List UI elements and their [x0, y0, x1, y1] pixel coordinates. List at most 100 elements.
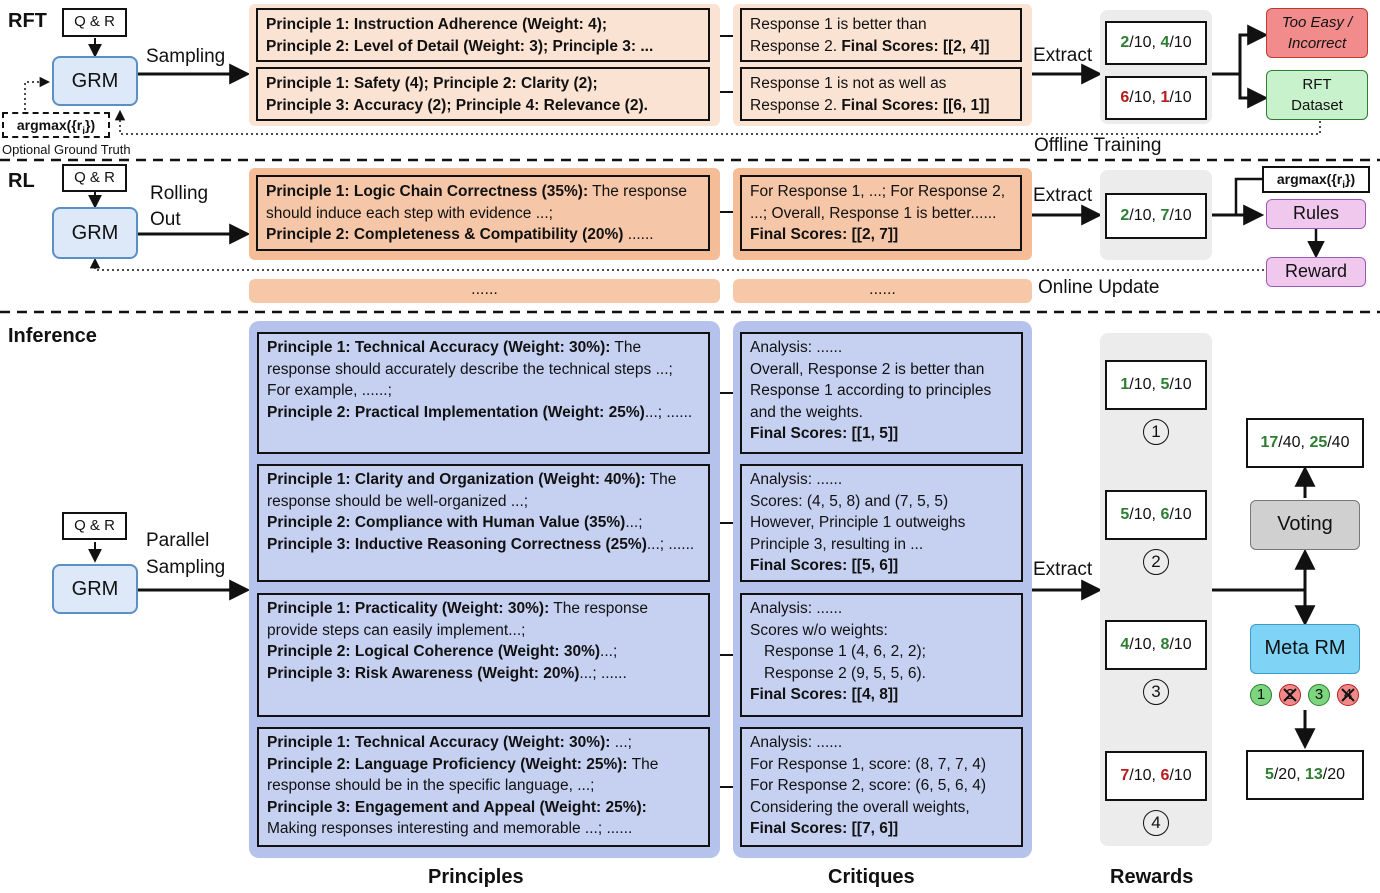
rft-dataset-line-2: Dataset [1291, 97, 1343, 114]
inf-p3-text-2: ...; [600, 643, 618, 660]
inf-r1-max: /10 [1169, 376, 1192, 393]
rl-principle-1-text: The response should induce each step wit… [266, 183, 687, 222]
inf-r3-sep: /10, [1129, 636, 1161, 653]
inf-c2-line-2: Scores: (4, 5, 8) and (7, 5, 5) However,… [750, 492, 966, 553]
inf-c1-line-1: Analysis: ...... [750, 339, 843, 356]
inf-p2-text-2: ...; [625, 514, 643, 531]
rft-critique-2-line-1: Response 1 is not as well as [750, 75, 947, 92]
inf-p4-title-3: Principle 3: Engagement and Appeal (Weig… [267, 798, 647, 816]
column-critiques: Critiques [828, 866, 915, 888]
reward-index-2: 2 [1143, 549, 1169, 575]
rft-dataset-box: RFT Dataset [1266, 70, 1368, 120]
meta-score-b: 13 [1305, 766, 1323, 783]
offline-training-label: Offline Training [1034, 135, 1162, 156]
voting-box: Voting [1250, 500, 1360, 550]
rft-critique-2-final: Final Scores: [[6, 1]] [841, 96, 990, 114]
column-rewards: Rewards [1110, 866, 1194, 888]
rl-critique-final: Final Scores: [[2, 7]] [750, 226, 899, 243]
rl-principle-1-title: Principle 1: Logic Chain Correctness (35… [266, 183, 589, 200]
rft-reward-1-score-a: 2 [1120, 34, 1130, 51]
inference-principle-box-3: Principle 1: Practicality (Weight: 30%):… [257, 593, 710, 717]
rft-principle-box-1: Principle 1: Instruction Adherence (Weig… [256, 8, 710, 62]
rl-principle-2-text: ...... [623, 226, 654, 243]
inf-p3-text-3: ...; ...... [579, 664, 627, 682]
rft-critique-box-2: Response 1 is not as well as Response 2.… [740, 67, 1022, 121]
rft-grm-box: GRM [52, 56, 138, 106]
rft-critique-1-final: Final Scores: [[2, 4]] [841, 37, 990, 55]
rl-critique-text: For Response 1, ...; For Response 2, ...… [750, 183, 1006, 222]
inf-r2-sep: /10, [1129, 506, 1161, 523]
inference-grm-box: GRM [52, 564, 138, 614]
inf-r3-score-b: 8 [1160, 636, 1170, 653]
inf-p3-title-2: Principle 2: Logical Coherence (Weight: … [267, 643, 601, 660]
meta-rm-keep-1: 1 [1250, 684, 1272, 706]
inference-critique-box-3: Analysis: ...... Scores w/o weights: Res… [740, 593, 1023, 717]
meta-rm-drop-2: 2 [1279, 684, 1301, 706]
rft-sampling-label: Sampling [146, 46, 226, 67]
inference-qr-box: Q & R [62, 512, 127, 540]
voting-score-a: 17 [1260, 434, 1279, 451]
parallel-label: Parallel [146, 530, 210, 551]
inference-principle-box-2: Principle 1: Clarity and Organization (W… [257, 464, 710, 582]
inf-p4-text-3: Making responses interesting and memorab… [267, 820, 633, 837]
inference-principle-box-1: Principle 1: Technical Accuracy (Weight:… [257, 332, 710, 454]
rft-principle-1-line-1: Principle 1: Instruction Adherence (Weig… [266, 16, 608, 33]
meta-rm-box: Meta RM [1250, 624, 1360, 674]
inf-c3-final: Final Scores: [[4, 8]] [750, 686, 899, 703]
rft-reward-1-sep: /10, [1129, 34, 1161, 51]
inf-p2-title-2: Principle 2: Compliance with Human Value… [267, 514, 626, 531]
rules-box: Rules [1266, 199, 1366, 229]
inf-c2-final: Final Scores: [[5, 6]] [750, 557, 899, 574]
voting-score-b: 25 [1309, 434, 1328, 451]
inf-c3-line-3: Response 1 (4, 6, 2, 2); [764, 643, 926, 660]
inf-r2-score-a: 5 [1120, 506, 1130, 523]
rft-reward-2-score-a: 6 [1120, 89, 1130, 106]
inf-p3-text-1: The response provide steps can easily im… [267, 600, 649, 639]
inference-principle-box-4: Principle 1: Technical Accuracy (Weight:… [257, 727, 710, 847]
inf-c4-line-2: For Response 1, score: (8, 7, 7, 4) For … [750, 755, 987, 816]
rft-qr-box: Q & R [62, 8, 127, 37]
inf-r1-sep: /10, [1129, 376, 1161, 393]
voting-sep: /40, [1278, 434, 1310, 451]
rft-principle-1-line-2: Principle 2: Level of Detail (Weight: 3)… [266, 37, 654, 55]
inf-c2-line-1: Analysis: ...... [750, 471, 843, 488]
inference-critique-box-4: Analysis: ...... For Response 1, score: … [740, 727, 1023, 847]
reward-box: Reward [1266, 257, 1366, 287]
rft-reward-1-score-b: 4 [1160, 34, 1170, 51]
section-label-rft: RFT [8, 10, 47, 32]
cross-icon [1341, 688, 1355, 702]
rft-critique-1-line-1: Response 1 is better than [750, 16, 927, 33]
rft-reward-box-1: 2/10, 4/10 [1105, 21, 1207, 65]
rl-argmax-sub: i [1342, 179, 1346, 191]
rft-principle-box-2: Principle 1: Safety (4); Principle 2: Cl… [256, 67, 710, 121]
online-update-label: Online Update [1038, 277, 1160, 298]
column-principles: Principles [428, 866, 524, 888]
inf-p1-title-1: Principle 1: Technical Accuracy (Weight:… [267, 339, 611, 356]
rl-principles-ellipsis: ...... [249, 279, 720, 303]
meta-rm-drop-4: 4 [1337, 684, 1359, 706]
rft-reward-box-2: 6/10, 1/10 [1105, 76, 1207, 120]
inf-p4-title-2: Principle 2: Language Proficiency (Weigh… [267, 755, 628, 773]
inf-p1-title-2: Principle 2: Practical Implementation (W… [267, 403, 645, 421]
inf-c4-final: Final Scores: [[7, 6]] [750, 820, 899, 837]
meta-max: /20 [1322, 766, 1346, 783]
inference-reward-box-1: 1/10, 5/10 [1105, 360, 1207, 410]
inf-c3-line-1: Analysis: ...... [750, 600, 843, 617]
inf-p2-text-1: The response should be well-organized ..… [267, 471, 677, 510]
inf-p4-text-2: The response should be in the specific l… [267, 755, 659, 795]
inference-reward-box-3: 4/10, 8/10 [1105, 620, 1207, 670]
too-easy-line-2: Incorrect [1287, 35, 1347, 52]
inf-r4-score-a: 7 [1120, 767, 1130, 784]
inf-p3-title-1: Principle 1: Practicality (Weight: 30%): [267, 600, 550, 617]
sampling-label: Sampling [146, 557, 226, 578]
rl-reward-max: /10 [1169, 207, 1192, 224]
inf-p2-text-3: ...; ...... [646, 535, 695, 553]
rft-critique-2-line-2: Response 2. [750, 96, 842, 114]
inf-c3-line-4: Response 2 (9, 5, 5, 6). [764, 664, 926, 682]
rl-argmax-box: argmax({ri}) [1262, 166, 1370, 193]
rft-reward-2-max: /10 [1169, 89, 1192, 106]
rft-principle-2-line-1: Principle 1: Safety (4); Principle 2: Cl… [266, 75, 598, 92]
meta-rm-keep-3: 3 [1308, 684, 1330, 706]
rft-reward-2-score-b: 1 [1160, 89, 1170, 106]
